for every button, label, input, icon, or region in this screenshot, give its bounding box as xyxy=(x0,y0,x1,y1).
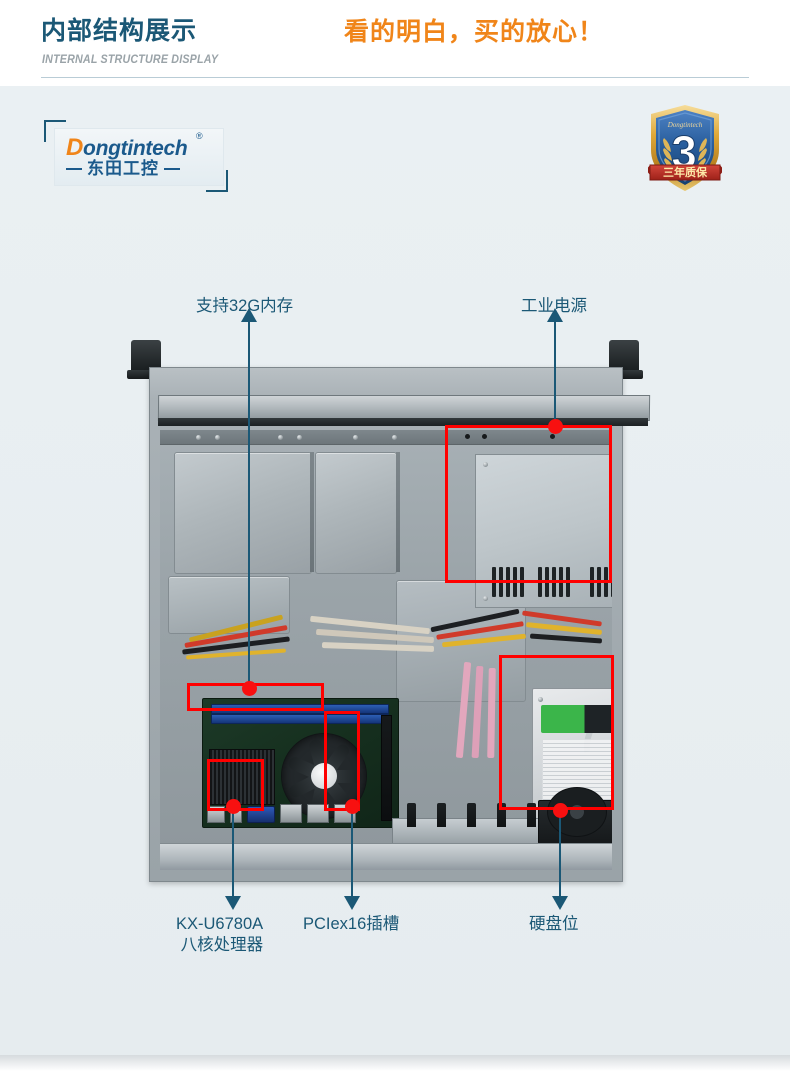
page-header: 内部结构展示 INTERNAL STRUCTURE DISPLAY 看的明白，买… xyxy=(0,0,790,86)
callout-line-memory xyxy=(248,321,250,688)
marketing-slogan: 看的明白，买的放心！ xyxy=(344,18,605,46)
brand-logo: Dongtintech ® 东田工控 xyxy=(44,120,228,192)
callout-marker-pcie xyxy=(344,798,360,814)
logo-chinese-row: 东田工控 xyxy=(66,160,206,177)
callout-label-cpu: KX-U6780A 八核处理器 xyxy=(176,915,264,955)
highlight-hdd-box xyxy=(499,655,614,810)
highlight-pcie-box xyxy=(324,711,360,811)
callout-line-hdd xyxy=(559,810,561,896)
callout-arrow-hdd xyxy=(552,896,568,910)
logo-wordmark-rest: ongtintech xyxy=(83,137,188,160)
drive-bay-left xyxy=(174,452,312,574)
panel-bottom-shadow xyxy=(0,1055,790,1071)
callout-marker-cpu xyxy=(225,798,241,814)
badge-brand-text: Dongtintech xyxy=(667,121,703,129)
registered-trademark-icon: ® xyxy=(196,131,203,141)
pcie-x16-slot xyxy=(381,715,392,821)
logo-corner-top-left xyxy=(44,120,66,142)
logo-dash-left xyxy=(66,167,82,170)
chassis-lid-front xyxy=(158,418,648,426)
logo-initial-d: D xyxy=(66,134,84,161)
logo-plate xyxy=(54,128,224,186)
badge-ribbon-text: 三年质保 xyxy=(663,165,708,179)
header-divider xyxy=(41,77,749,78)
callout-line-pcie xyxy=(351,806,353,896)
callout-marker-memory xyxy=(241,680,257,696)
callout-label-pcie: PCIex16插槽 xyxy=(303,915,400,933)
warranty-badge-icon: Dongtintech 3 三年质保 xyxy=(648,105,722,191)
expansion-slot-bracket xyxy=(392,803,562,846)
warranty-badge: Dongtintech 3 三年质保 xyxy=(648,104,722,192)
chassis-interior xyxy=(160,430,612,870)
callout-arrow-psu xyxy=(547,308,563,322)
cpu-heatsink xyxy=(209,749,275,805)
logo-dash-right xyxy=(164,167,180,170)
cage-lower xyxy=(168,576,290,634)
callout-arrow-pcie xyxy=(344,896,360,910)
product-photo xyxy=(127,340,651,888)
highlight-psu-box xyxy=(445,425,612,583)
callout-arrow-memory xyxy=(241,308,257,322)
callout-label-memory: 支持32G内存 xyxy=(196,297,294,315)
callout-line-psu xyxy=(554,321,556,426)
chassis-floor xyxy=(160,843,612,870)
callout-label-hdd: 硬盘位 xyxy=(529,915,579,933)
lan-port-2 xyxy=(307,804,329,823)
hdd-brand-label xyxy=(541,705,612,733)
callout-arrow-cpu xyxy=(225,896,241,910)
chassis-body xyxy=(149,367,651,882)
memory-slot-2 xyxy=(211,714,389,724)
logo-chinese-name: 东田工控 xyxy=(87,159,159,178)
callout-marker-hdd xyxy=(552,802,568,818)
lan-port-1 xyxy=(280,804,302,823)
page-subtitle: INTERNAL STRUCTURE DISPLAY xyxy=(42,54,219,66)
callout-label-psu: 工业电源 xyxy=(521,297,587,315)
bay-divider-2 xyxy=(396,452,400,572)
callout-line-cpu xyxy=(232,806,234,896)
logo-wordmark: Dongtintech xyxy=(66,134,188,161)
bay-divider-1 xyxy=(310,452,314,572)
callout-marker-psu xyxy=(547,418,563,434)
front-rail xyxy=(160,430,612,445)
logo-corner-bottom-right xyxy=(206,170,228,192)
drive-bay-middle xyxy=(315,452,397,574)
page-title: 内部结构展示 xyxy=(41,17,198,45)
